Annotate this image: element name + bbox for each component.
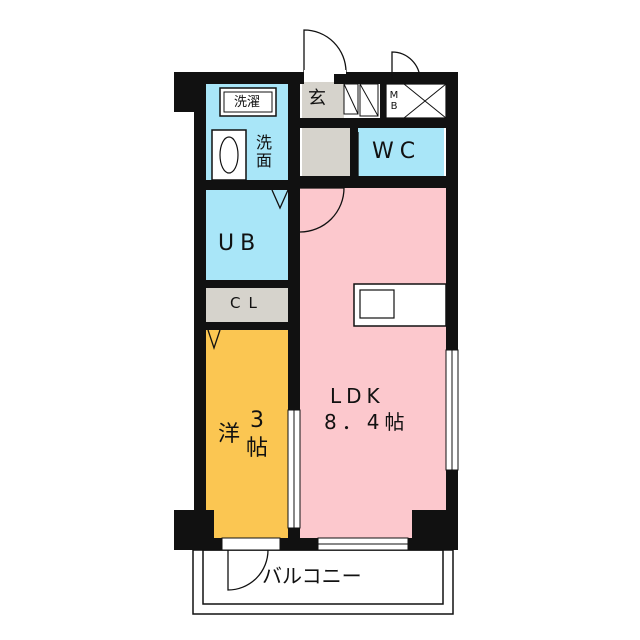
balcony-label: バルコニー [262,564,362,588]
western-room-size-number: 3 [250,408,264,433]
ldk-floor [296,188,446,544]
unit-bath-label: UB [218,231,262,256]
closet-floor [204,288,290,322]
ldk-name-label: LDK [330,384,385,408]
western-room-floor [204,330,292,542]
western-room-name-label: 洋 [218,422,241,447]
laundry-pan [219,87,277,117]
ldk-size-label: 8．4帖 [324,410,410,434]
entrance-floor [302,82,344,118]
entrance-door-swing [303,29,347,73]
meter-box [385,83,447,119]
doors [207,29,421,591]
unit-bath-floor [204,190,290,280]
shoe-cabinet [343,83,379,117]
wc-label: WC [372,139,422,164]
entrance-label: 玄 [308,88,326,109]
washbasin [211,129,247,181]
laundry-label: 洗濯 [234,95,261,110]
hall-floor [302,128,354,180]
ldk-door-swing [299,187,345,233]
meter-box-label: MB [389,90,399,112]
kitchen-counter [353,283,447,327]
wc-floor [358,128,444,176]
balcony-windows [221,349,459,551]
washroom-label: 洗面 [255,133,272,171]
western-room-size-unit: 帖 [246,436,269,461]
closet-label: CL [230,294,265,312]
meter-box-door-swing [391,51,421,81]
balcony-door-swing [227,549,269,591]
